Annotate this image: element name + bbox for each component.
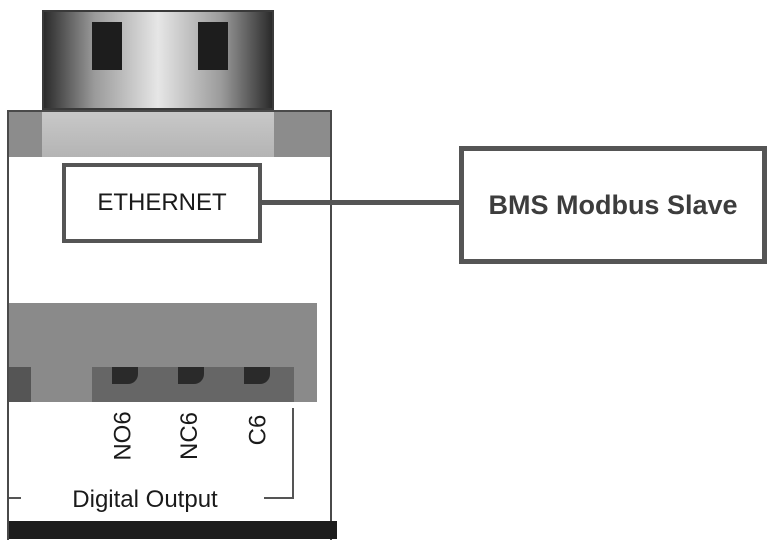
terminal-pin-c6 (244, 367, 270, 384)
bracket-left (9, 497, 21, 499)
terminal-block-left-notch (9, 367, 31, 402)
terminal-label-c6: C6 (244, 410, 272, 450)
bracket-vertical (292, 408, 294, 499)
bms-modbus-slave-box: BMS Modbus Slave (459, 146, 767, 264)
terminal-pin-no6 (112, 367, 138, 384)
terminal-label-text: NO6 (110, 411, 138, 461)
module-bottom-bar (9, 521, 337, 539)
digital-output-label: Digital Output (72, 486, 218, 513)
terminal-label-text: NC6 (176, 411, 204, 461)
terminal-label-text: C6 (244, 414, 271, 446)
ethernet-label: ETHERNET (97, 189, 227, 216)
bracket-right (264, 497, 294, 499)
terminal-pin-nc6 (178, 367, 204, 384)
bms-label: BMS Modbus Slave (488, 189, 738, 220)
rj45-slot-right (198, 22, 228, 70)
terminal-label-nc6: NC6 (176, 405, 204, 467)
ethernet-port-box: ETHERNET (62, 163, 262, 243)
ethernet-link-line (262, 200, 460, 205)
terminal-label-no6: NO6 (110, 405, 138, 467)
rj45-connector-icon (42, 10, 274, 110)
connector-socket (42, 112, 274, 157)
rj45-slot-left (92, 22, 122, 70)
